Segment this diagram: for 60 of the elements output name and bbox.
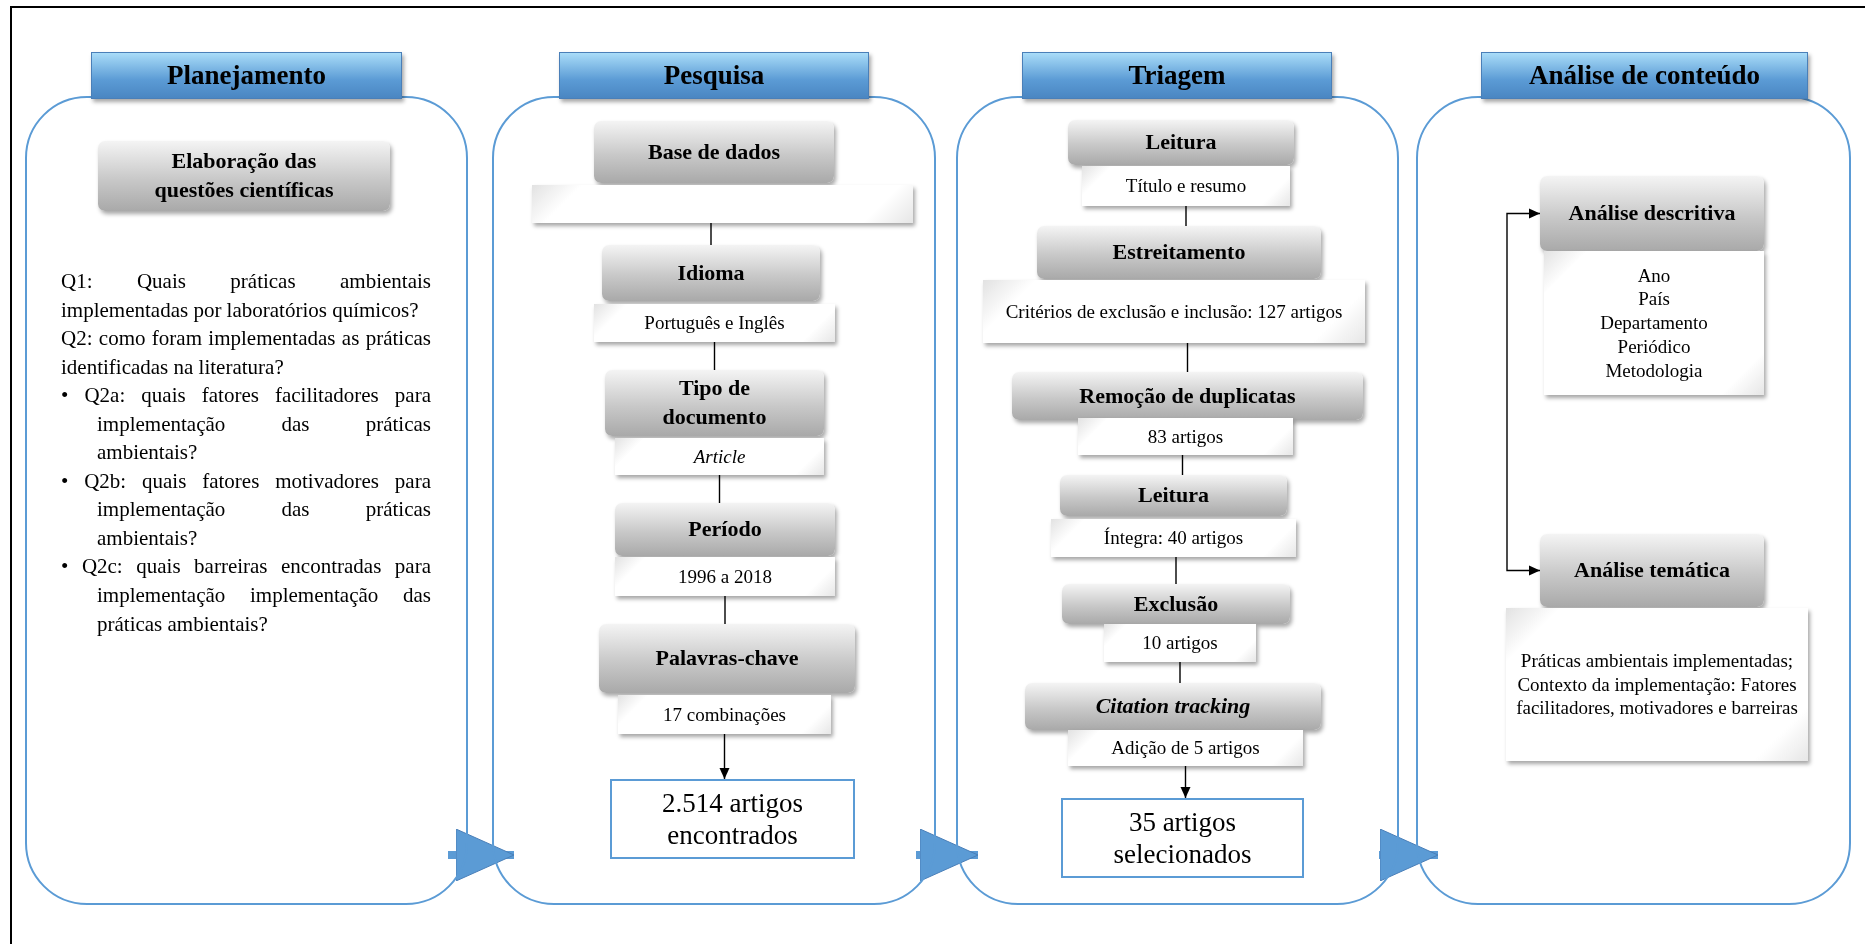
- detail-text: Contexto da implementação: Fatores facilitadores, motivadores e barreiras: [1515, 672, 1799, 721]
- empty-box: [532, 185, 913, 223]
- detail-box: [1506, 608, 1808, 761]
- result-box: 2.514 artigos encontrados: [610, 779, 855, 859]
- question-text: Q2: como foram implementadas as práticas identificadas na literatura?: [61, 325, 431, 381]
- detail-box: Adição de 5 artigos: [1068, 730, 1303, 766]
- step-box: Tipo de documento: [605, 370, 824, 436]
- step-box: Palavras-chave: [599, 624, 855, 693]
- step-box: Idioma: [602, 245, 820, 301]
- arrow: [719, 733, 730, 780]
- step-box: Leitura: [1068, 120, 1294, 165]
- detail-box: Íntegra: 40 artigos: [1051, 519, 1296, 557]
- step-box: Base de dados: [594, 121, 834, 183]
- connector-line: [724, 595, 726, 625]
- connector-line: [1179, 661, 1181, 684]
- arrow: [1180, 765, 1191, 799]
- step-box: Citation tracking: [1025, 683, 1321, 730]
- detail-box: Critérios de exclusão e inclusão: 127 artigos: [983, 280, 1365, 343]
- stage-arrow: [1379, 828, 1439, 882]
- detail-box: 17 combinações: [618, 695, 831, 734]
- detail-text: Periódico: [1617, 334, 1691, 359]
- stage-arrow: [448, 828, 515, 882]
- detail-box: Título e resumo: [1082, 166, 1290, 206]
- detail-box: Português e Inglês: [594, 304, 835, 342]
- connector-line: [1181, 454, 1184, 476]
- stage-header: Triagem: [1022, 52, 1332, 99]
- detail-text: Ano: [1637, 263, 1671, 288]
- question-text: Q1: Quais práticas ambientais implementadas por laboratórios químicos?: [61, 268, 431, 324]
- step-box: Remoção de duplicatas: [1012, 372, 1363, 420]
- stage-header: Pesquisa: [559, 52, 869, 99]
- connector-line: [713, 341, 716, 371]
- connector-line: [1185, 205, 1187, 227]
- step-box: Análise descritiva: [1540, 176, 1764, 251]
- detail-box: Article: [615, 438, 824, 475]
- connector-line: [718, 474, 721, 504]
- detail-text: Metodologia: [1605, 358, 1703, 383]
- detail-text: Práticas ambientais implementadas;: [1520, 648, 1794, 673]
- question-text: • Q2c: quais barreiras encontradas para implementação implementação das práticas ambientais?: [61, 553, 431, 638]
- step-box: Leitura: [1060, 475, 1287, 516]
- detail-box: 1996 a 2018: [615, 557, 835, 596]
- step-box: Estreitamento: [1037, 226, 1321, 279]
- question-text: • Q2b: quais fatores motivadores para implementação das práticas ambientais?: [61, 467, 431, 552]
- connector-line: [710, 222, 712, 246]
- connector-line: [1175, 556, 1177, 585]
- detail-box: 10 artigos: [1104, 624, 1256, 662]
- step-box: Análise temática: [1540, 534, 1764, 607]
- detail-text: Departamento: [1600, 311, 1708, 335]
- stage-arrow: [916, 828, 979, 882]
- connector-line: [1186, 342, 1189, 373]
- stage-header: Planejamento: [91, 52, 402, 99]
- step-box: Período: [615, 503, 835, 556]
- step-box: Elaboração das questões científicas: [98, 141, 390, 211]
- arrow: [1506, 208, 1541, 576]
- detail-box: 83 artigos: [1078, 418, 1293, 455]
- detail-text: País: [1638, 287, 1670, 312]
- stage-header: Análise de conteúdo: [1481, 52, 1808, 99]
- step-box: Exclusão: [1062, 584, 1290, 624]
- detail-box: [1544, 251, 1764, 395]
- question-text: • Q2a: quais fatores facilitadores para implementação das práticas ambientais?: [61, 382, 431, 467]
- result-box: 35 artigos selecionados: [1061, 798, 1304, 878]
